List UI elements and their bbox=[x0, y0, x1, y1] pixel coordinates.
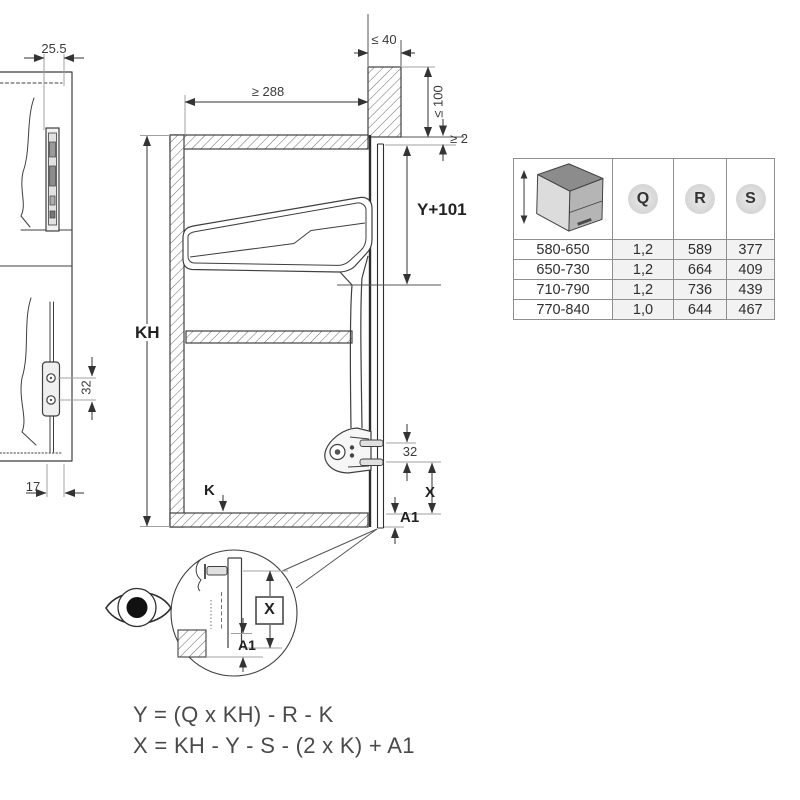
dim-front-height-label: Y+101 bbox=[417, 200, 467, 219]
formula-y: Y = (Q x KH) - R - K bbox=[133, 702, 334, 727]
main-view-reference-lines bbox=[337, 14, 464, 286]
spec-table: Q R S 580-650 1,2 589 377 650-730 1,2 66… bbox=[513, 158, 775, 320]
header-cell-s: S bbox=[726, 158, 775, 240]
main-view-door bbox=[368, 135, 385, 529]
dim-top-gap: ≥ 2 bbox=[450, 131, 468, 146]
header-cell-q: Q bbox=[612, 158, 674, 240]
dim-screw-spacing: 32 bbox=[394, 445, 426, 458]
dim-side-offset-top: 25.5 bbox=[41, 41, 67, 56]
r-cell: 736 bbox=[673, 279, 727, 300]
x-dimension-label: X bbox=[425, 484, 436, 501]
badge-q: Q bbox=[628, 184, 658, 214]
table-row: 710-790 1,2 736 439 bbox=[513, 279, 775, 300]
installation-formulas: Y = (Q x KH) - R - K X = KH - Y - S - (2… bbox=[133, 699, 415, 761]
side-view-drawing bbox=[0, 71, 73, 462]
spec-table-header-row: Q R S bbox=[513, 158, 775, 240]
lift-arm-and-bracket bbox=[324, 255, 384, 474]
detail-circle-drawing bbox=[170, 549, 298, 677]
s-cell: 377 bbox=[726, 239, 775, 260]
side-view-dimension-arrows bbox=[24, 54, 96, 497]
q-cell: 1,0 bbox=[612, 299, 674, 320]
badge-s: S bbox=[735, 184, 766, 214]
range-cell: 770-840 bbox=[513, 299, 613, 320]
dim-soffit-width: ≤ 40 bbox=[371, 32, 397, 47]
badge-r: R bbox=[685, 184, 715, 214]
r-cell: 664 bbox=[673, 259, 727, 280]
r-cell: 589 bbox=[673, 239, 727, 260]
detail-x-box bbox=[255, 596, 284, 625]
q-cell: 1,2 bbox=[612, 279, 674, 300]
dim-side-hole-spacing: 32 bbox=[78, 380, 94, 395]
table-row: 580-650 1,2 589 377 bbox=[513, 239, 775, 260]
a1-dimension-label: A1 bbox=[400, 509, 420, 526]
lift-mechanism bbox=[182, 196, 373, 273]
table-row: 650-730 1,2 664 409 bbox=[513, 259, 775, 280]
range-cell: 580-650 bbox=[513, 239, 613, 260]
q-cell: 1,2 bbox=[612, 239, 674, 260]
cabinet-pictogram-cell bbox=[513, 158, 613, 240]
detail-a1-label: A1 bbox=[238, 637, 256, 653]
table-row: 770-840 1,0 644 467 bbox=[513, 299, 775, 320]
s-cell: 409 bbox=[726, 259, 775, 280]
range-cell: 650-730 bbox=[513, 259, 613, 280]
cabinet-pictogram bbox=[520, 163, 604, 232]
s-cell: 439 bbox=[726, 279, 775, 300]
main-view-cabinet-panels bbox=[169, 66, 402, 528]
s-cell: 467 bbox=[726, 299, 775, 320]
header-cell-r: R bbox=[673, 158, 727, 240]
dim-soffit-height: ≤ 100 bbox=[430, 85, 446, 118]
r-cell: 644 bbox=[673, 299, 727, 320]
detail-x-label: X bbox=[264, 601, 275, 618]
dim-side-offset-bottom: 17 bbox=[25, 479, 41, 494]
q-cell: 1,2 bbox=[612, 259, 674, 280]
eye-icon bbox=[105, 587, 172, 628]
cabinet-height-label: KH bbox=[133, 323, 162, 342]
dim-depth-min: ≥ 288 bbox=[251, 84, 285, 99]
formula-x: X = KH - Y - S - (2 x K) + A1 bbox=[133, 733, 415, 758]
bottom-panel-label: K bbox=[204, 482, 215, 499]
range-cell: 710-790 bbox=[513, 279, 613, 300]
detail-leader-lines bbox=[279, 528, 378, 589]
side-view-extension-lines bbox=[43, 54, 96, 497]
